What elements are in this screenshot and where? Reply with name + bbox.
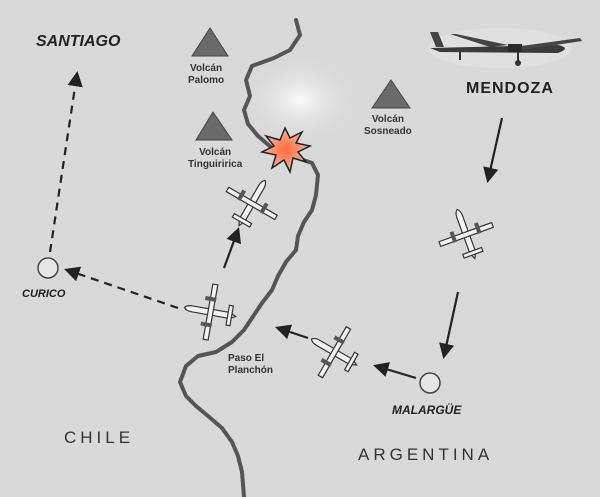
route-plane-curico bbox=[64, 266, 179, 310]
route-north-crash bbox=[222, 227, 241, 269]
airplane-icon bbox=[428, 28, 582, 68]
landmark-label-tinguiririca: Volcán Tinguiririca bbox=[188, 147, 243, 170]
route-paso-west bbox=[275, 324, 309, 340]
airplane-icon bbox=[438, 208, 495, 260]
route-to-malargue bbox=[439, 291, 460, 360]
route-malargue-west bbox=[373, 362, 417, 380]
haze bbox=[240, 55, 360, 145]
city-label-curico: CURICO bbox=[22, 288, 66, 300]
landmark-label-sosneado: Volcán Sosneado bbox=[364, 114, 412, 137]
border-line bbox=[178, 18, 320, 497]
landmark-label-paso: Paso El Planchón bbox=[228, 353, 274, 376]
city-label-santiago: SANTIAGO bbox=[36, 33, 121, 50]
country-label-chile: CHILE bbox=[64, 428, 135, 447]
volcano-icon bbox=[371, 79, 411, 109]
city-label-malargue: MALARGÜE bbox=[392, 403, 462, 417]
landmark-label-palomo: Volcán Palomo bbox=[188, 63, 225, 86]
airplane-icon bbox=[310, 325, 359, 379]
route-curico-santiago bbox=[48, 70, 83, 253]
crash-site-icon bbox=[259, 126, 313, 175]
airplane-icon bbox=[183, 283, 237, 341]
route-mendoza-south bbox=[483, 117, 504, 184]
town-marker-icon bbox=[37, 257, 59, 279]
volcano-icon bbox=[191, 27, 229, 57]
volcano-icon bbox=[195, 111, 233, 141]
country-label-argentina: ARGENTINA bbox=[358, 445, 494, 464]
airplane-icon bbox=[225, 179, 279, 228]
town-marker-icon bbox=[419, 372, 441, 394]
city-label-mendoza: MENDOZA bbox=[466, 80, 554, 97]
